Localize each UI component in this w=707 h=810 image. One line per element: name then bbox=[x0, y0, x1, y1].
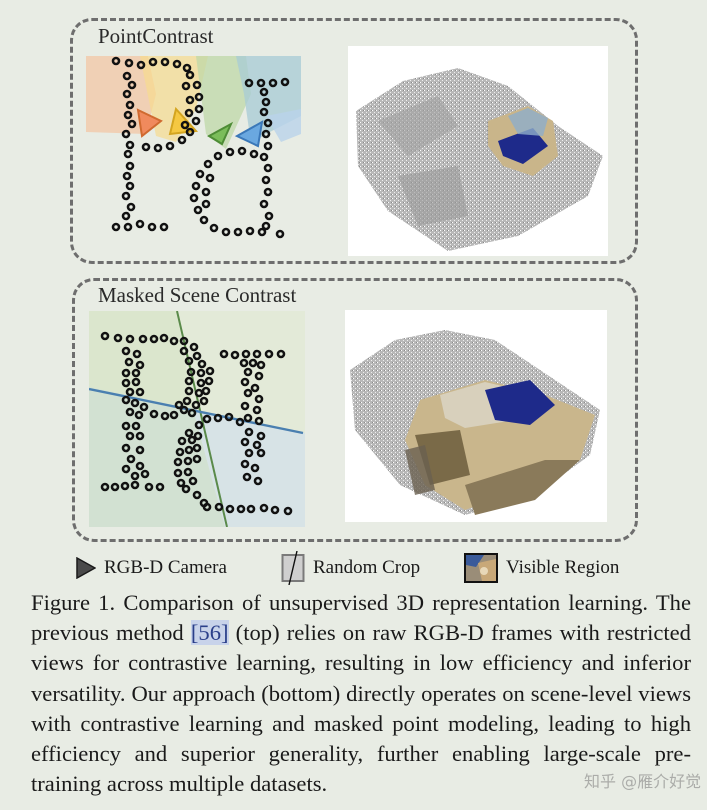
masked-scene-contrast-title: Masked Scene Contrast bbox=[98, 283, 297, 307]
legend-label: Visible Region bbox=[506, 557, 620, 578]
visible-region-icon bbox=[464, 553, 498, 583]
camera-blue bbox=[234, 120, 264, 148]
caption-text-prefix: Figure 1. Comparison of unsupervised 3D … bbox=[31, 590, 691, 646]
figure-legend: RGB-D Camera Random Crop Visible Region bbox=[0, 551, 707, 585]
masked-scene-contrast-scene-image bbox=[345, 310, 607, 522]
citation-link[interactable]: [56] bbox=[190, 620, 229, 646]
legend-item-random-crop: Random Crop bbox=[281, 551, 421, 585]
random-crop-icon bbox=[281, 551, 305, 585]
caption-text-suffix: (top) relies on raw RGB-D frames with re… bbox=[31, 620, 691, 797]
pointcontrast-panel bbox=[70, 18, 638, 264]
legend-label: RGB-D Camera bbox=[104, 557, 227, 578]
pointcontrast-diagram bbox=[86, 54, 304, 244]
legend-item-visible-region: Visible Region bbox=[464, 552, 619, 584]
pointcontrast-title: PointContrast bbox=[98, 24, 214, 48]
rgbd-camera-triangle-icon bbox=[76, 557, 96, 579]
camera-green bbox=[207, 121, 234, 146]
legend-label: Random Crop bbox=[313, 557, 421, 578]
masked-scene-contrast-diagram bbox=[89, 311, 305, 527]
pointcontrast-scene-image bbox=[348, 46, 608, 256]
masked-scene-contrast-panel bbox=[72, 278, 638, 542]
camera-orange bbox=[136, 108, 163, 138]
watermark: 知乎 @雁介好觉 bbox=[584, 772, 702, 791]
figure-caption: Figure 1. Comparison of unsupervised 3D … bbox=[31, 588, 691, 799]
legend-item-rgbd-camera: RGB-D Camera bbox=[76, 552, 227, 584]
